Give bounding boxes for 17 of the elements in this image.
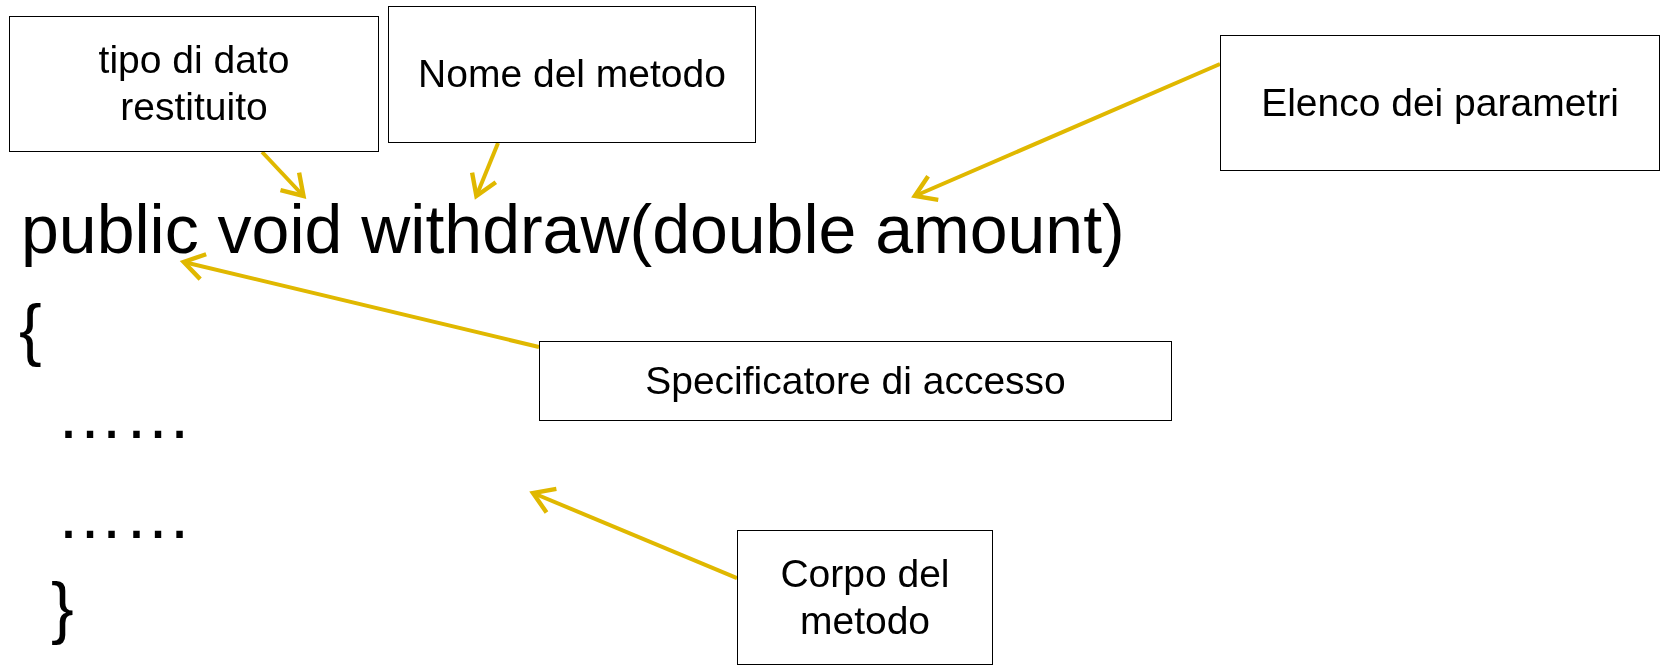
- leader-arrow: [260, 150, 306, 199]
- callout-box: [388, 6, 756, 143]
- ellipsis: ……: [56, 480, 192, 548]
- leader-arrow: [912, 62, 1221, 202]
- callout-box: [737, 530, 993, 665]
- callout-box: [539, 341, 1172, 421]
- callout-text: Elenco dei parametri: [1261, 79, 1619, 126]
- callout-text: Nome del metodo: [418, 51, 726, 98]
- leader-arrow: [530, 486, 738, 580]
- callout-text: tipo di dato restituito: [97, 37, 291, 130]
- leader-arrow: [469, 142, 500, 199]
- callout-text: Corpo del metodo: [779, 550, 951, 644]
- callout-text: Specificatore di accesso: [645, 357, 1066, 404]
- callout-box: [9, 16, 379, 152]
- ellipsis: ……: [56, 380, 192, 448]
- leader-arrow: [181, 252, 540, 349]
- callout-box: [1220, 35, 1660, 171]
